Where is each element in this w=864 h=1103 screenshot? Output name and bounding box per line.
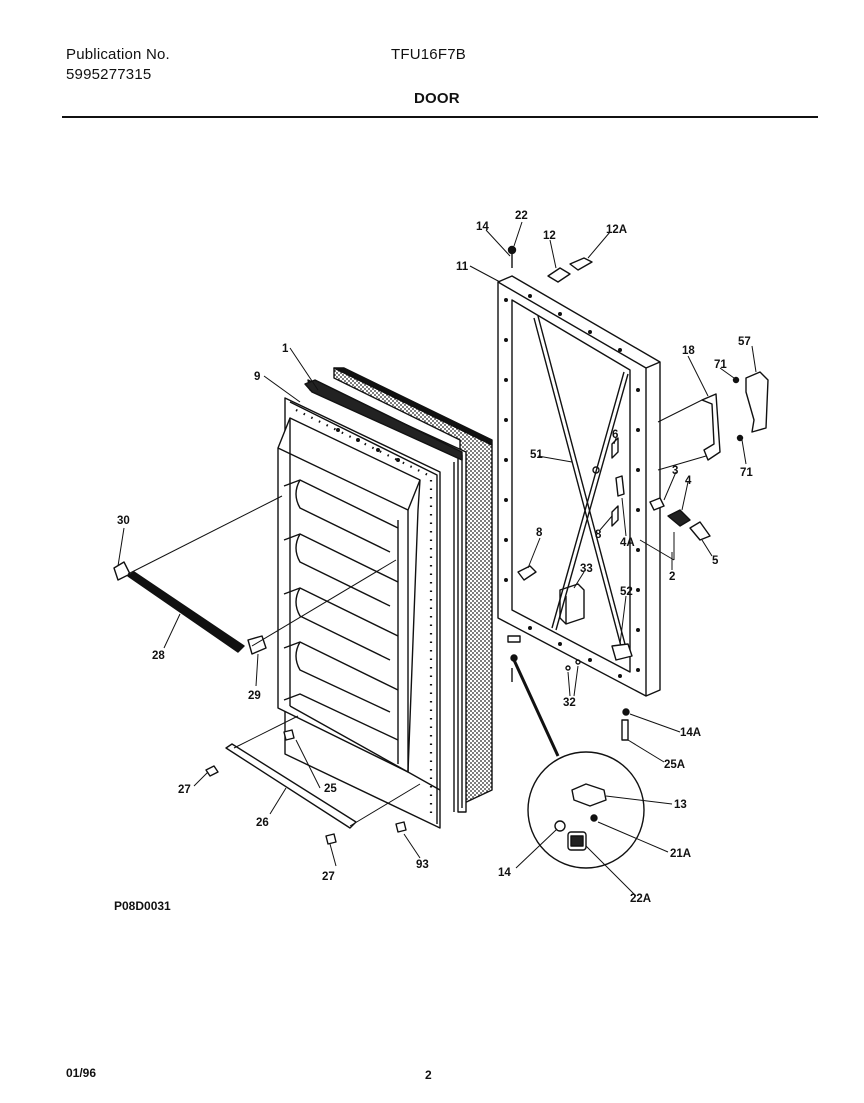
section-title: DOOR <box>414 90 460 107</box>
callout-1: 1 <box>282 343 289 355</box>
screws <box>205 729 407 845</box>
callout-5: 5 <box>712 555 719 567</box>
outer-door <box>497 275 661 697</box>
callout-71-top: 71 <box>714 359 727 371</box>
callout-29: 29 <box>248 690 261 702</box>
callout-14-detail: 14 <box>498 867 511 879</box>
callout-22a: 22A <box>630 893 651 905</box>
callout-71-bottom: 71 <box>740 467 753 479</box>
callout-4a: 4A <box>620 537 635 549</box>
callout-32: 32 <box>563 697 576 709</box>
callout-13: 13 <box>674 799 687 811</box>
callout-51: 51 <box>530 449 543 461</box>
publication-number: 5995277315 <box>66 66 152 83</box>
callout-11: 11 <box>456 261 469 273</box>
handle-parts <box>649 497 711 541</box>
hinge-assembly <box>701 371 769 461</box>
callout-12a: 12A <box>606 224 627 236</box>
callout-labels: 1 9 30 28 29 27 27 26 25 93 14 22 12 12A… <box>117 210 753 905</box>
callout-27-left: 27 <box>178 784 191 796</box>
callout-27-bottom: 27 <box>322 871 335 883</box>
callout-22: 22 <box>515 210 528 222</box>
callout-28: 28 <box>152 650 165 662</box>
bottom-hinge-parts <box>507 635 630 741</box>
callout-25: 25 <box>324 783 337 795</box>
callout-57: 57 <box>738 336 751 348</box>
publication-label: Publication No. <box>66 46 170 63</box>
callout-52: 52 <box>620 586 633 598</box>
callout-4: 4 <box>685 475 692 487</box>
callout-26: 26 <box>256 817 269 829</box>
callout-9: 9 <box>254 371 260 383</box>
callout-8-right: 8 <box>595 529 602 541</box>
page-number: 2 <box>425 1068 432 1082</box>
callout-2: 2 <box>669 571 675 583</box>
callout-6: 6 <box>612 429 618 441</box>
callout-93: 93 <box>416 859 429 871</box>
diagram-code: P08D0031 <box>114 899 171 913</box>
callout-21a: 21A <box>670 848 691 860</box>
model-number: TFU16F7B <box>391 46 466 63</box>
callout-18: 18 <box>682 345 695 357</box>
header-rule <box>62 116 818 118</box>
door-gasket <box>304 379 467 813</box>
callout-30: 30 <box>117 515 130 527</box>
callout-8-left: 8 <box>536 527 543 539</box>
callout-25a: 25A <box>664 759 685 771</box>
callout-12: 12 <box>543 230 556 242</box>
callout-14-top: 14 <box>476 221 489 233</box>
detail-circle <box>527 751 645 869</box>
callout-14a: 14A <box>680 727 701 739</box>
leader-lines <box>117 221 757 897</box>
liner-shelves <box>277 417 441 791</box>
callout-33: 33 <box>580 563 593 575</box>
top-hardware <box>507 245 593 283</box>
callout-3: 3 <box>672 465 678 477</box>
footer-date: 01/96 <box>66 1066 97 1080</box>
